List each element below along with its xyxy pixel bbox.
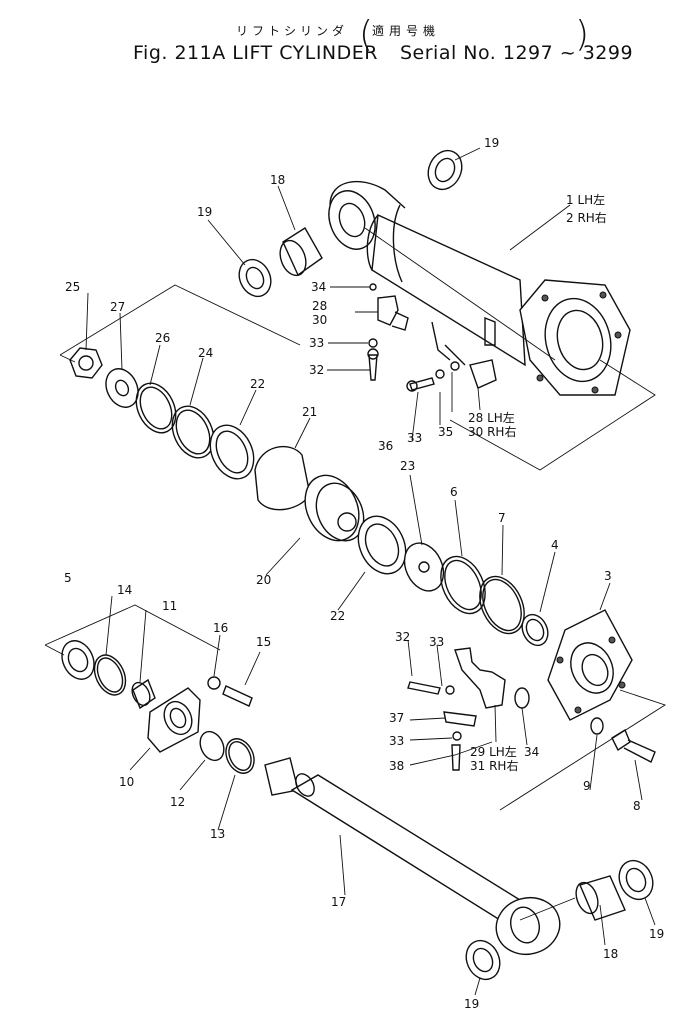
callout-26: 26 [155, 331, 170, 345]
callout-14: 14 [117, 583, 132, 597]
callout-18: 18 [603, 947, 618, 961]
cylinder-tube [328, 180, 631, 396]
callout-22: 22 [330, 609, 345, 623]
gland-parts [61, 640, 255, 774]
callout-10: 10 [119, 775, 134, 789]
callout-35: 35 [438, 425, 453, 439]
callout-1: 1 LH左 [566, 192, 605, 207]
title-japanese: リフトシリンダ [236, 24, 349, 38]
callout-33: 33 [429, 635, 444, 649]
port-block-lower [407, 647, 530, 771]
callout-29-lh: 29 LH左 [470, 744, 517, 759]
callout-28-lh: 28 LH左 [468, 410, 515, 425]
cylinder-head [547, 609, 656, 763]
callout-17: 17 [331, 895, 346, 909]
callout-33: 33 [389, 734, 404, 748]
callout-15: 15 [256, 635, 271, 649]
callout-2: 2 RH右 [566, 210, 607, 225]
callout-12: 12 [170, 795, 185, 809]
callout-36: 36 [378, 439, 393, 453]
callout-22: 22 [250, 377, 265, 391]
callout-33: 33 [407, 431, 422, 445]
figure-title: Fig. 211A LIFT CYLINDER Serial No. 1297 ~… [133, 42, 633, 64]
port-block-right [406, 344, 497, 392]
upper-seal-set [69, 149, 549, 647]
callout-25: 25 [65, 280, 80, 294]
callout-21: 21 [302, 405, 317, 419]
callout-19: 19 [484, 136, 499, 150]
callout-13: 13 [210, 827, 225, 841]
callout-34: 34 [311, 280, 326, 294]
figure-title-text: Fig. 211A LIFT CYLINDER [133, 42, 378, 64]
callout-23: 23 [400, 459, 415, 473]
open-paren: ( [359, 14, 374, 55]
serial-range: Serial No. 1297 ~ 3299 [399, 42, 634, 64]
callout-20: 20 [256, 573, 271, 587]
callout-30: 30 [312, 313, 327, 327]
callout-24: 24 [198, 346, 213, 360]
close-paren: ) [575, 14, 590, 55]
callout-4: 4 [551, 538, 559, 552]
callout-32: 32 [309, 363, 324, 377]
callout-34: 34 [524, 745, 539, 759]
callout-19: 19 [197, 205, 212, 219]
callout-31-rh: 31 RH右 [470, 758, 518, 773]
callout-8: 8 [633, 799, 641, 813]
callout-labels: 19 1 LH左 2 RH右 18 19 34 28 30 33 32 25 2… [64, 136, 664, 1011]
callout-18: 18 [270, 173, 285, 187]
callout-28: 28 [312, 299, 327, 313]
callout-32: 32 [395, 630, 410, 644]
callout-33: 33 [309, 336, 324, 350]
piston-rod [264, 757, 654, 981]
callout-7: 7 [498, 511, 506, 525]
callout-11: 11 [162, 599, 177, 613]
leader-lines [44, 147, 667, 996]
callout-19: 19 [464, 997, 479, 1011]
applicable-japanese: 適用号機 [372, 24, 441, 38]
callout-5: 5 [64, 571, 72, 585]
callout-6: 6 [450, 485, 458, 499]
callout-30-rh: 30 RH右 [468, 424, 516, 439]
callout-3: 3 [604, 569, 612, 583]
port-block-upper [367, 283, 409, 381]
callout-38: 38 [389, 759, 404, 773]
callout-19: 19 [649, 927, 664, 941]
callout-27: 27 [110, 300, 125, 314]
callout-9: 9 [583, 779, 591, 793]
callout-16: 16 [213, 621, 228, 635]
callout-37: 37 [389, 711, 404, 725]
